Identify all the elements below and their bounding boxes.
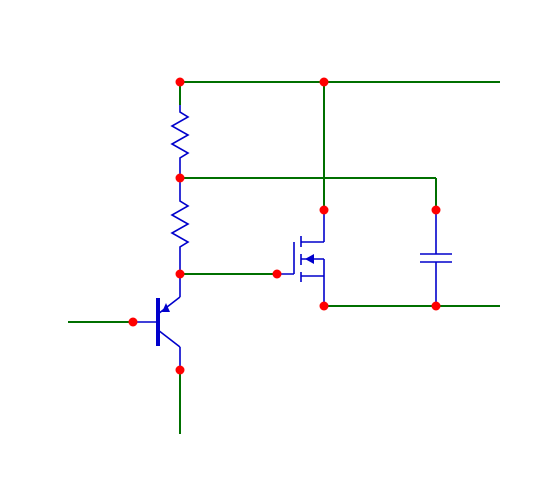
resistor-r2 — [170, 178, 190, 274]
resistor-r2-zigzag — [170, 178, 190, 274]
node-top-left — [175, 77, 185, 87]
nodes — [128, 77, 441, 375]
resistor-r1-zigzag — [170, 105, 190, 178]
mosfet-arrow — [305, 254, 314, 264]
node-mosfet-source — [319, 301, 329, 311]
npn-transistor-q1 — [133, 274, 181, 370]
transistor-emitter-lead — [157, 329, 181, 348]
node-between-resistors — [175, 173, 185, 183]
node-top-middle — [319, 77, 329, 87]
resistor-r1 — [170, 105, 190, 178]
capacitor-c1 — [420, 210, 452, 306]
n-channel-mosfet-m1 — [277, 210, 325, 306]
node-collector — [175, 269, 185, 279]
transistor-collector-lead — [157, 296, 181, 315]
node-capacitor-top — [431, 205, 441, 215]
node-emitter — [175, 365, 185, 375]
node-mosfet-gate — [272, 269, 282, 279]
wires — [68, 81, 500, 434]
transistor-arrow — [162, 303, 170, 312]
node-mosfet-drain — [319, 205, 329, 215]
node-capacitor-bottom — [431, 301, 441, 311]
components — [133, 105, 452, 370]
node-base-input — [128, 317, 138, 327]
